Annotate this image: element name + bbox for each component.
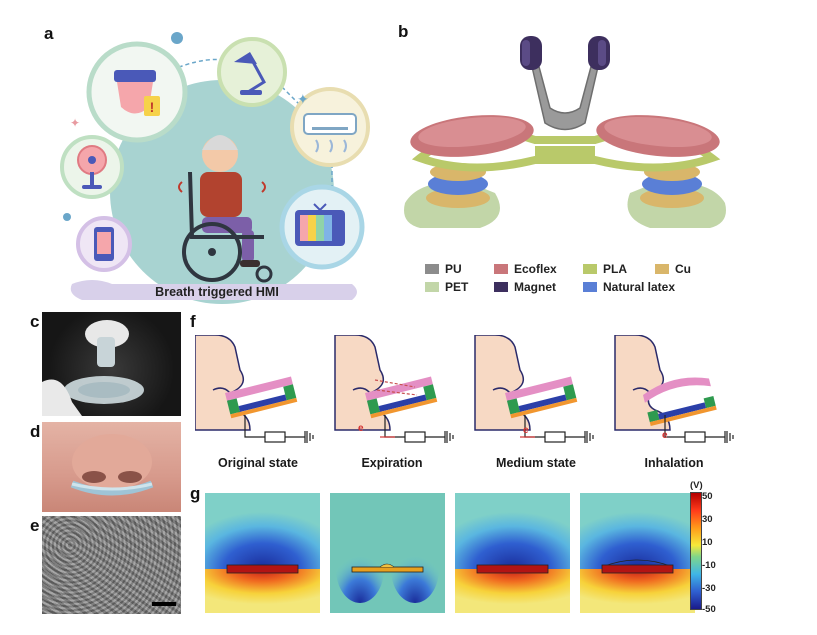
colorbar-tick: -50 — [702, 604, 716, 615]
panel-a-illustration: ! ✦ ✦ — [60, 32, 370, 304]
colorbar — [690, 492, 702, 610]
scale-bar — [152, 602, 176, 606]
colorbar-tick: 30 — [702, 514, 713, 525]
wheelchair-user — [178, 135, 273, 283]
panel-label-b: b — [398, 22, 409, 41]
state-label-medium: Medium state — [496, 456, 576, 470]
panel-f-diagrams — [195, 335, 734, 444]
panel-g-potential-maps — [205, 493, 695, 613]
electron-label-inhalation: e — [662, 430, 668, 441]
diagram-expiration — [334, 335, 454, 444]
legend-item-cu: Cu — [655, 262, 691, 276]
legend-item-pla: PLA — [583, 262, 627, 276]
banner-text: Breath triggered HMI — [155, 285, 279, 299]
diagram-original-state — [195, 335, 314, 444]
panel-b-device-render — [404, 36, 726, 228]
state-label-inhalation: Inhalation — [644, 456, 704, 470]
lamp-icon — [217, 37, 287, 107]
panel-label-c: c — [30, 312, 40, 331]
diagram-medium-state — [474, 335, 594, 444]
panel-label-e: e — [30, 516, 40, 535]
colorbar-tick: -30 — [702, 583, 716, 594]
state-label-original: Original state — [218, 456, 298, 470]
potential-map-medium — [455, 493, 570, 613]
potential-map-inhalation — [580, 493, 695, 613]
electron-label-medium: e — [523, 425, 529, 436]
legend-item-pu: PU — [425, 262, 462, 276]
legend-item-magnet: Magnet — [494, 280, 556, 294]
panel-label-d: d — [30, 422, 41, 441]
potential-map-original — [205, 493, 320, 613]
diagram-inhalation — [614, 335, 734, 444]
potential-map-expiration — [330, 493, 445, 613]
svg-text:✦: ✦ — [70, 116, 80, 130]
panel-label-a: a — [44, 24, 54, 43]
legend-item-pet: PET — [425, 280, 468, 294]
legend-item-ecoflex: Ecoflex — [494, 262, 557, 276]
colorbar-tick: 50 — [702, 491, 713, 502]
photo-device-on-nose — [42, 422, 181, 512]
svg-text:✦: ✦ — [297, 92, 309, 108]
photo-device-in-hand — [42, 312, 181, 416]
panel-label-f: f — [190, 312, 196, 331]
state-label-expiration: Expiration — [361, 456, 423, 470]
svg-text:!: ! — [150, 99, 155, 115]
panel-label-g: g — [190, 484, 201, 503]
colorbar-unit: (V) — [690, 480, 703, 491]
sem-micrograph — [42, 516, 181, 614]
colorbar-tick: 10 — [702, 537, 713, 548]
legend-item-natural-latex: Natural latex — [583, 280, 675, 294]
electron-label-expiration: e — [358, 423, 364, 434]
colorbar-tick: -10 — [702, 560, 716, 571]
banner-shape — [70, 280, 357, 300]
